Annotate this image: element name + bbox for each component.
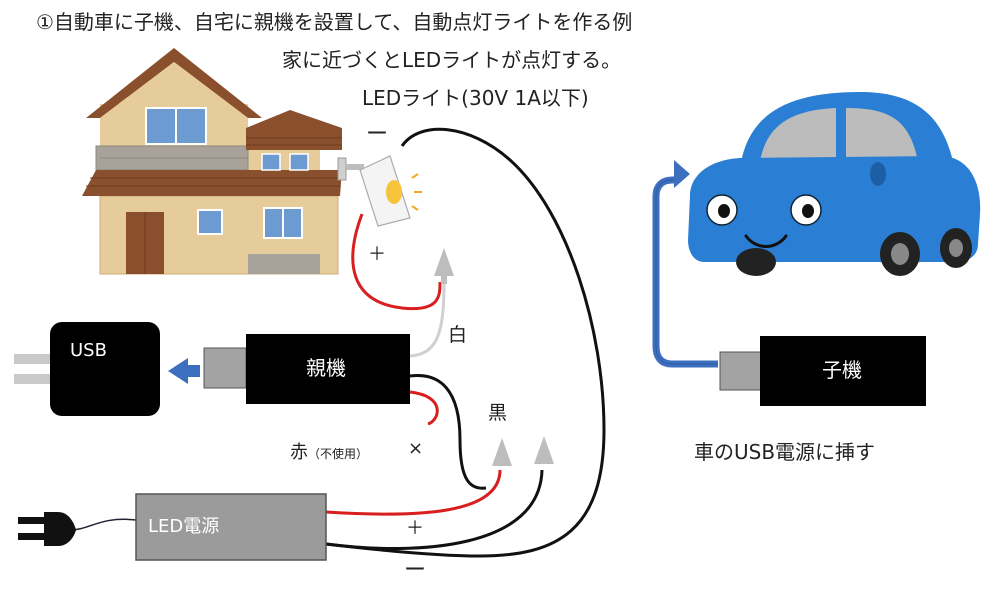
wire-white-label: 白 xyxy=(448,324,468,346)
unused-cross-mark: × xyxy=(408,438,424,459)
wire-black-label: 黒 xyxy=(488,402,508,424)
lamp-minus-label: ー xyxy=(366,122,389,147)
car-icon xyxy=(688,92,981,276)
psu-plus-label: ＋ xyxy=(406,518,424,539)
connector-arrow-red xyxy=(492,438,512,466)
usb-adapter xyxy=(14,322,160,416)
usb-label: USB xyxy=(70,340,107,361)
wire-white xyxy=(409,281,446,358)
wire-red-note: （不使用） xyxy=(308,447,369,461)
plug-icon xyxy=(18,512,76,546)
wire-black-lamp xyxy=(325,127,606,558)
lamp-plus-label: ＋ xyxy=(368,244,386,265)
wire-red-text: 赤 xyxy=(290,442,308,463)
wire-black-parent xyxy=(409,373,487,490)
led-psu-label: LED電源 xyxy=(148,516,220,537)
connector-arrow-white xyxy=(434,248,454,276)
wire-black-psu xyxy=(325,469,544,550)
lamp-icon xyxy=(337,155,422,227)
wire-red-label: 赤（不使用） xyxy=(290,438,368,464)
parent-unit xyxy=(203,334,410,404)
parent-unit-label: 親機 xyxy=(306,356,346,380)
child-unit-label: 子機 xyxy=(822,358,862,382)
wire-red-psu xyxy=(325,469,502,516)
car-usb-note: 車のUSB電源に挿す xyxy=(694,440,876,464)
child-unit xyxy=(719,336,926,406)
psu-minus-label: ー xyxy=(404,558,427,583)
wire-red-unused xyxy=(409,390,439,426)
connector-arrow-black xyxy=(534,436,554,464)
wire-red-lamp xyxy=(351,213,442,311)
led-power-supply xyxy=(135,493,327,561)
arrow-left-icon xyxy=(168,358,200,384)
arrow-up-icon xyxy=(652,160,718,368)
led-light-label: LEDライト(30V 1A以下) xyxy=(362,86,589,110)
diagram-subtitle: 家に近づくとLEDライトが点灯する。 xyxy=(282,48,622,72)
house-icon xyxy=(82,48,342,275)
diagram-title: ①自動車に子機、自宅に親機を設置して、自動点灯ライトを作る例 xyxy=(36,10,633,34)
